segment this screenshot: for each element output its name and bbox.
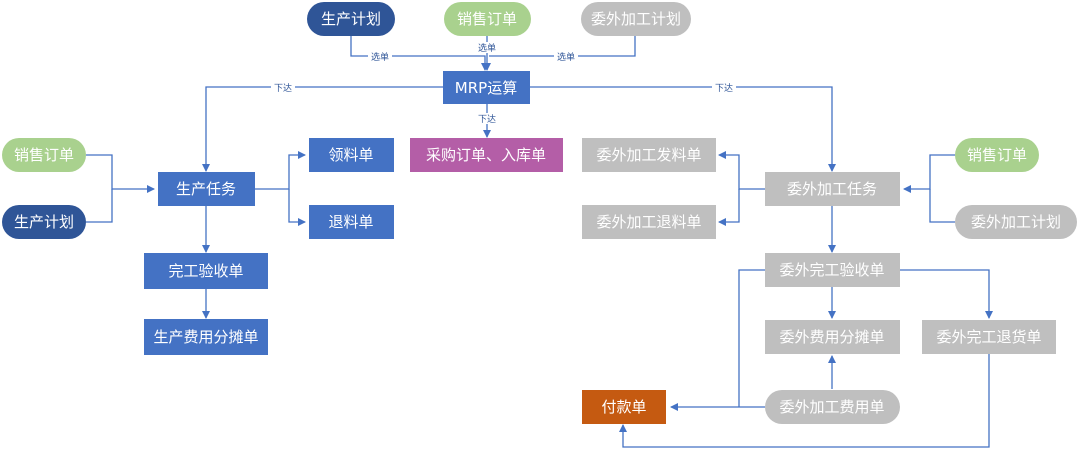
edge-label-issue-left: 下达	[274, 82, 292, 94]
node-top-sales-order-shape	[444, 2, 531, 36]
edge-otask-to-issue	[718, 151, 765, 190]
node-outsource-return-shape	[582, 205, 716, 239]
edge-oacceptance-to-payment	[738, 269, 765, 407]
node-right-outsource-plan: 委外加工计划	[971, 213, 1061, 231]
node-outsource-task-shape	[765, 172, 900, 206]
node-right-sales-order-shape	[955, 138, 1039, 172]
node-payment: 付款单	[601, 398, 646, 416]
node-top-production-plan-shape	[307, 2, 395, 36]
node-left-production-plan: 生产计划	[14, 213, 74, 231]
node-right-outsource-plan-shape	[955, 205, 1077, 239]
node-top-outsource-plan: 委外加工计划	[591, 10, 681, 28]
node-left-sales-order-shape	[2, 138, 86, 172]
node-outsource-completion-return-shape	[922, 320, 1056, 354]
nodes: 生产计划 销售订单 委外加工计划 MRP运算 采购订单、入库单 销售订单 生产计…	[2, 2, 1077, 424]
edges	[86, 36, 993, 448]
node-production-cost-allocation: 生产费用分摊单	[153, 328, 258, 346]
node-outsource-cost-allocation-shape	[765, 320, 900, 354]
edge-outsource-plan-to-mrp	[489, 36, 636, 57]
node-picking-list: 领料单	[328, 146, 373, 164]
node-outsource-completion-return: 委外完工退货单	[936, 328, 1041, 346]
edge-label-select-mid: 选单	[478, 42, 496, 54]
node-outsource-issue-shape	[582, 138, 716, 172]
node-right-sales-order: 销售订单	[967, 146, 1027, 164]
edge-mrp-to-production-task	[202, 86, 443, 172]
edge-task-to-return	[288, 189, 306, 226]
edge-task-to-picking	[255, 151, 306, 190]
edge-label-select-right: 选单	[557, 51, 575, 63]
edge-left-plan-to-task	[86, 189, 113, 223]
node-outsource-return: 委外加工退料单	[596, 213, 701, 231]
node-left-sales-order: 销售订单	[14, 146, 74, 164]
node-purchase: 采购订单、入库单	[426, 146, 546, 164]
node-completion-acceptance-shape	[144, 253, 268, 289]
node-production-task-shape	[158, 172, 255, 206]
node-top-outsource-plan-shape	[581, 2, 691, 36]
node-top-sales-order: 销售订单	[457, 10, 517, 28]
edge-left-sales-to-task	[86, 154, 155, 193]
node-return-list: 退料单	[328, 213, 373, 231]
node-outsource-issue: 委外加工发料单	[596, 146, 701, 164]
node-production-task: 生产任务	[176, 180, 236, 198]
edge-oacceptance-to-ocompletion-return	[900, 269, 993, 319]
edge-labels: 选单 选单 选单 下达 下达 下达	[271, 42, 736, 125]
node-mrp-shape	[443, 71, 530, 104]
node-outsource-cost-allocation: 委外费用分摊单	[779, 328, 884, 346]
node-production-cost-allocation-shape	[144, 319, 268, 355]
edge-otask-to-oreturn	[718, 189, 740, 226]
edge-label-issue-mid: 下达	[478, 113, 496, 125]
node-outsource-acceptance-shape	[765, 253, 900, 287]
node-left-production-plan-shape	[2, 205, 86, 239]
edge-mrp-to-outsource-task	[530, 86, 836, 172]
node-outsource-fee: 委外加工费用单	[779, 398, 884, 416]
node-picking-list-shape	[309, 138, 394, 172]
edge-right-plan-to-otask	[929, 189, 955, 223]
node-top-production-plan: 生产计划	[321, 10, 381, 28]
edge-label-select-left: 选单	[371, 51, 389, 63]
node-outsource-acceptance: 委外完工验收单	[779, 261, 884, 279]
edge-label-issue-right: 下达	[715, 82, 733, 94]
node-completion-acceptance: 完工验收单	[168, 262, 243, 280]
node-outsource-task: 委外加工任务	[787, 180, 877, 198]
edge-right-sales-to-otask	[903, 154, 955, 193]
edge-ocompletion-return-to-payment	[619, 354, 990, 448]
node-payment-shape	[582, 390, 666, 424]
node-return-list-shape	[309, 205, 394, 239]
node-purchase-shape	[410, 138, 563, 172]
node-outsource-fee-shape	[765, 390, 900, 424]
node-mrp: MRP运算	[455, 79, 517, 97]
